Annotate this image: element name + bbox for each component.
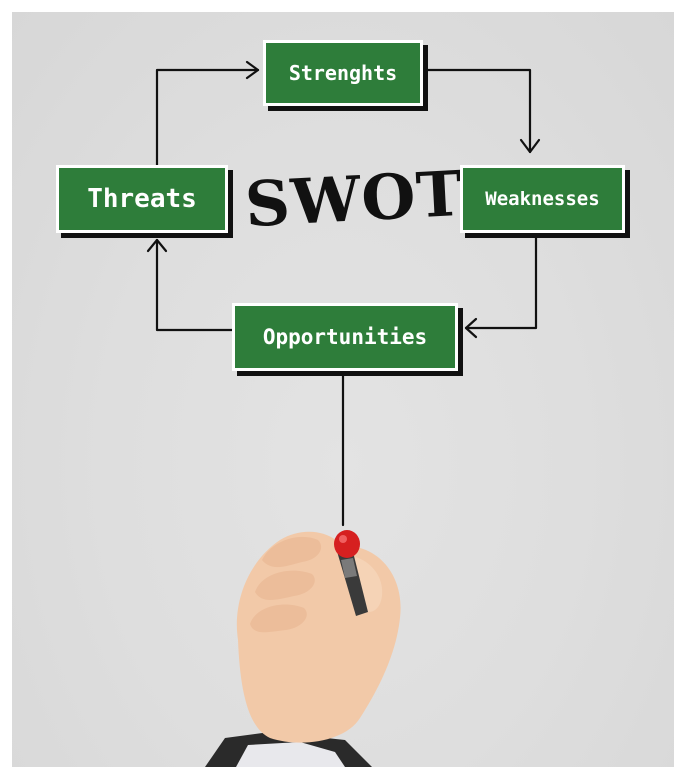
arrowhead-strengths-icon	[245, 60, 260, 80]
hand-holding-marker-icon	[205, 530, 401, 767]
arrow-opportunities-to-threats	[155, 238, 234, 332]
arrowhead-weaknesses-icon	[519, 138, 541, 154]
arrow-threats-to-strengths	[155, 68, 260, 167]
strengths-box: Strenghts	[263, 40, 423, 106]
opportunities-box: Opportunities	[232, 303, 458, 371]
arrow-strengths-to-weaknesses	[426, 68, 532, 154]
swot-title: SWOT	[243, 156, 466, 242]
threats-box: Threats	[56, 165, 228, 233]
arrowhead-threats-icon	[146, 238, 168, 253]
arrow-weaknesses-to-opportunities	[464, 236, 538, 330]
arrowhead-opportunities-icon	[464, 317, 478, 339]
weaknesses-box: Weaknesses	[460, 165, 625, 233]
